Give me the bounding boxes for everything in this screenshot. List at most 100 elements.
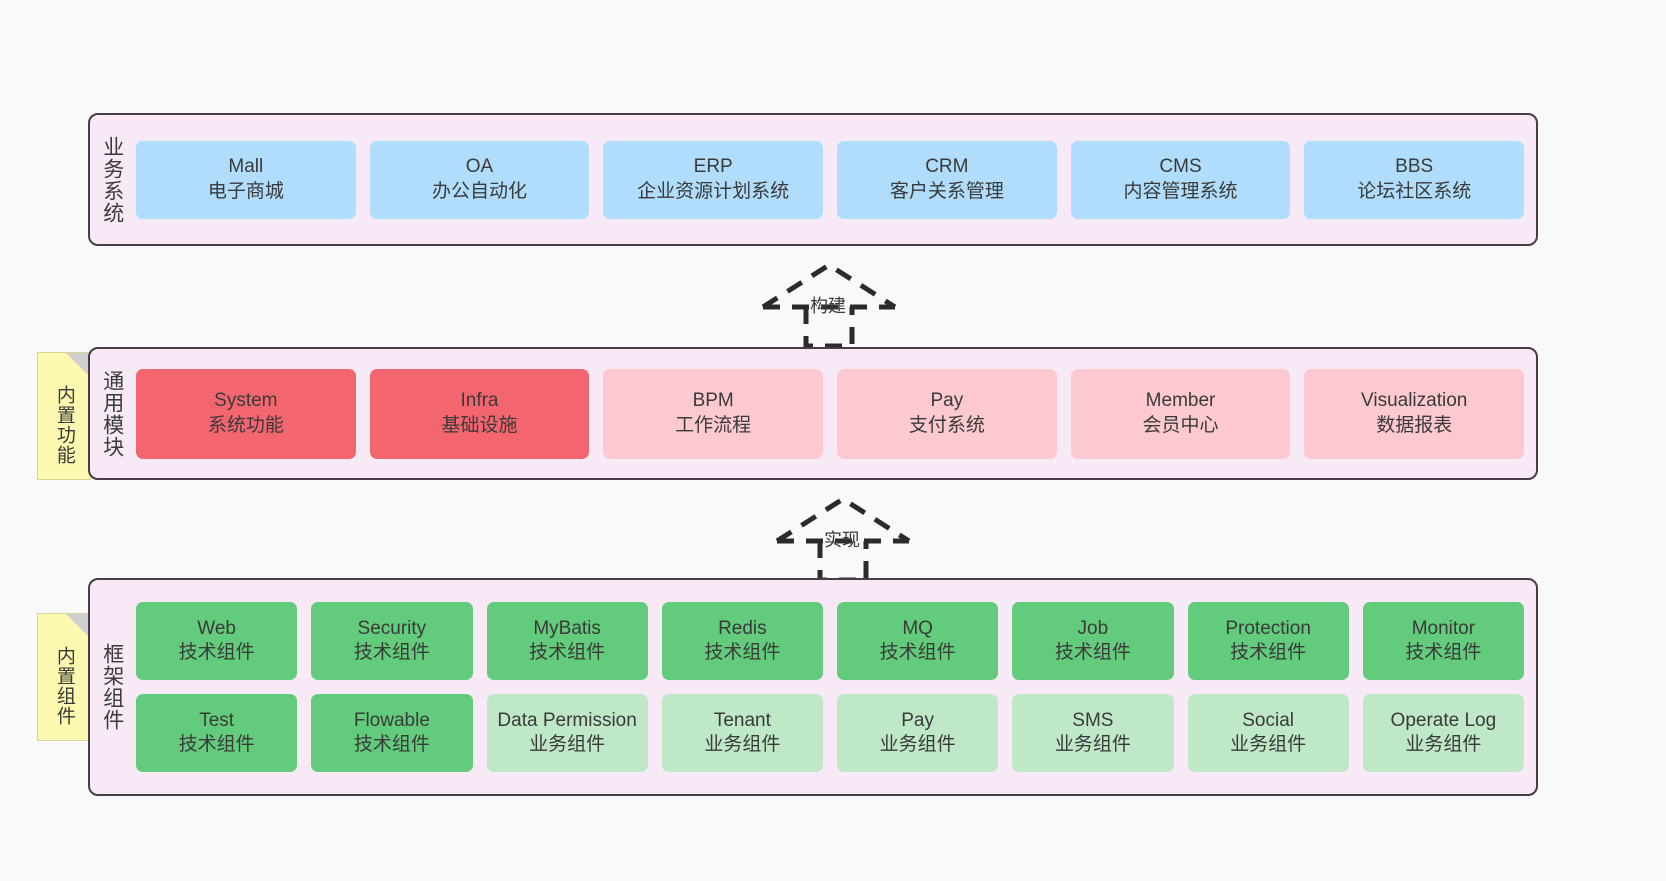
node-subtitle: 支付系统: [908, 414, 985, 436]
node-subtitle: 基础设施: [441, 414, 518, 436]
node-subtitle: 数据报表: [1376, 414, 1453, 436]
node-bpm[interactable]: BPM 工作流程: [603, 368, 824, 459]
build-arrow-head: [761, 262, 897, 310]
layer-framework-components: 框架组件 Web 技术组件 Security 技术组件 MyBatis 技术组件…: [88, 578, 1538, 796]
node-subtitle: 技术组件: [1405, 642, 1482, 663]
node-name: Infra: [460, 390, 499, 412]
node-subtitle: 技术组件: [353, 642, 430, 663]
node-name: Redis: [718, 617, 767, 639]
node-pay-component[interactable]: Pay 业务组件: [837, 694, 999, 772]
note-text: 内置功能: [53, 385, 75, 465]
node-subtitle: 业务组件: [1405, 734, 1482, 755]
node-protection[interactable]: Protection 技术组件: [1187, 602, 1349, 680]
node-mybatis[interactable]: MyBatis 技术组件: [486, 602, 648, 680]
node-name: Flowable: [353, 709, 430, 731]
node-subtitle: 业务组件: [1054, 734, 1131, 755]
node-name: Job: [1077, 617, 1109, 639]
node-security[interactable]: Security 技术组件: [311, 602, 473, 680]
node-subtitle: 技术组件: [879, 642, 956, 663]
node-name: CRM: [925, 156, 969, 178]
node-name: Visualization: [1361, 390, 1468, 412]
node-name: BBS: [1395, 156, 1434, 178]
build-arrow-label: 构建: [810, 296, 846, 316]
node-name: Data Permission: [497, 709, 637, 731]
node-name: Test: [199, 709, 235, 731]
framework-row-technical: Web 技术组件 Security 技术组件 MyBatis 技术组件 Redi…: [136, 602, 1524, 680]
node-subtitle: 内容管理系统: [1123, 180, 1238, 202]
node-name: CMS: [1159, 156, 1202, 178]
node-name: ERP: [693, 156, 733, 178]
node-subtitle: 业务组件: [879, 734, 956, 755]
node-name: Member: [1145, 390, 1216, 412]
node-member[interactable]: Member 会员中心: [1070, 368, 1291, 459]
node-subtitle: 技术组件: [178, 642, 255, 663]
node-name: System: [214, 390, 278, 412]
node-system[interactable]: System 系统功能: [136, 368, 356, 459]
node-name: OA: [465, 156, 494, 178]
node-social[interactable]: Social 业务组件: [1187, 694, 1349, 772]
node-subtitle: 技术组件: [1230, 642, 1307, 663]
node-oa[interactable]: OA 办公自动化: [369, 140, 590, 219]
node-tenant[interactable]: Tenant 业务组件: [661, 694, 823, 772]
build-arrow: [761, 262, 897, 348]
node-job[interactable]: Job 技术组件: [1012, 602, 1174, 680]
node-subtitle: 电子商城: [207, 180, 284, 202]
note-fold-corner: [66, 614, 90, 638]
node-data-permission[interactable]: Data Permission 业务组件: [486, 694, 648, 772]
node-subtitle: 工作流程: [675, 414, 752, 436]
node-subtitle: 办公自动化: [432, 180, 528, 202]
node-name: Protection: [1225, 617, 1311, 639]
node-name: Security: [357, 617, 427, 639]
implement-arrow-head: [775, 496, 911, 544]
node-redis[interactable]: Redis 技术组件: [661, 602, 823, 680]
node-subtitle: 技术组件: [353, 734, 430, 755]
node-subtitle: 技术组件: [529, 642, 606, 663]
node-subtitle: 业务组件: [529, 734, 606, 755]
node-monitor[interactable]: Monitor 技术组件: [1362, 602, 1524, 680]
node-subtitle: 客户关系管理: [889, 180, 1004, 202]
framework-row-business: Test 技术组件 Flowable 技术组件 Data Permission …: [136, 694, 1524, 772]
node-subtitle: 业务组件: [704, 734, 781, 755]
node-bbs[interactable]: BBS 论坛社区系统: [1304, 140, 1525, 219]
node-cms[interactable]: CMS 内容管理系统: [1070, 140, 1291, 219]
node-subtitle: 系统功能: [207, 414, 284, 436]
node-visualization[interactable]: Visualization 数据报表: [1304, 368, 1525, 459]
node-subtitle: 技术组件: [704, 642, 781, 663]
layer-title-framework-components: 框架组件: [100, 643, 124, 731]
node-operate-log[interactable]: Operate Log 业务组件: [1362, 694, 1524, 772]
implement-arrow-label: 实现: [824, 530, 860, 550]
layer-body-common-modules: System 系统功能 Infra 基础设施 BPM 工作流程 Pay 支付系统…: [134, 349, 1536, 478]
node-pay-module[interactable]: Pay 支付系统: [837, 368, 1057, 459]
layer-business-systems: 业务系统 Mall 电子商城 OA 办公自动化 ERP 企业资源计划系统 CRM…: [88, 113, 1538, 246]
node-name: Pay: [901, 709, 934, 731]
node-flowable[interactable]: Flowable 技术组件: [311, 694, 473, 772]
node-name: BPM: [692, 390, 734, 412]
node-erp[interactable]: ERP 企业资源计划系统: [603, 140, 824, 219]
node-subtitle: 技术组件: [178, 734, 255, 755]
note-text: 内置组件: [53, 646, 75, 726]
node-infra[interactable]: Infra 基础设施: [369, 368, 590, 459]
node-crm[interactable]: CRM 客户关系管理: [837, 140, 1057, 219]
node-name: Mall: [228, 156, 264, 178]
node-mall[interactable]: Mall 电子商城: [136, 140, 356, 219]
layer-body-business-systems: Mall 电子商城 OA 办公自动化 ERP 企业资源计划系统 CRM 客户关系…: [134, 115, 1536, 244]
node-name: Pay: [930, 390, 964, 412]
node-sms[interactable]: SMS 业务组件: [1012, 694, 1174, 772]
node-name: MQ: [902, 617, 933, 639]
node-web[interactable]: Web 技术组件: [136, 602, 298, 680]
note-builtin-features: 内置功能: [37, 352, 91, 480]
node-subtitle: 会员中心: [1142, 414, 1219, 436]
layer-body-framework-components: Web 技术组件 Security 技术组件 MyBatis 技术组件 Redi…: [134, 580, 1536, 794]
node-subtitle: 业务组件: [1230, 734, 1307, 755]
node-subtitle: 技术组件: [1054, 642, 1131, 663]
node-subtitle: 企业资源计划系统: [637, 180, 790, 202]
node-test[interactable]: Test 技术组件: [136, 694, 298, 772]
node-name: SMS: [1072, 709, 1114, 731]
layer-title-business-systems: 业务系统: [100, 135, 124, 224]
layer-common-modules: 通用模块 System 系统功能 Infra 基础设施 BPM 工作流程 Pay…: [88, 347, 1538, 480]
note-builtin-components: 内置组件: [37, 613, 91, 741]
node-mq[interactable]: MQ 技术组件: [837, 602, 999, 680]
note-fold-corner: [66, 353, 90, 377]
node-name: Tenant: [713, 709, 771, 731]
